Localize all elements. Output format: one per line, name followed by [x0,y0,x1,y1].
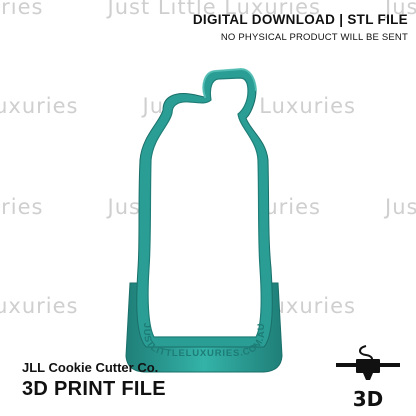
print-file-label: 3D PRINT FILE [22,378,166,400]
brand-name: JLL Cookie Cutter Co. [22,360,159,375]
no-physical-notice: NO PHYSICAL PRODUCT WILL BE SENT [220,32,408,43]
3d-printer-icon: 3D [336,345,400,411]
download-title: DIGITAL DOWNLOAD | STL FILE [192,12,408,27]
3d-badge-text: 3D [353,387,384,411]
watermark-row: Just Little LuxuriesJust Little Luxuries… [0,0,416,19]
